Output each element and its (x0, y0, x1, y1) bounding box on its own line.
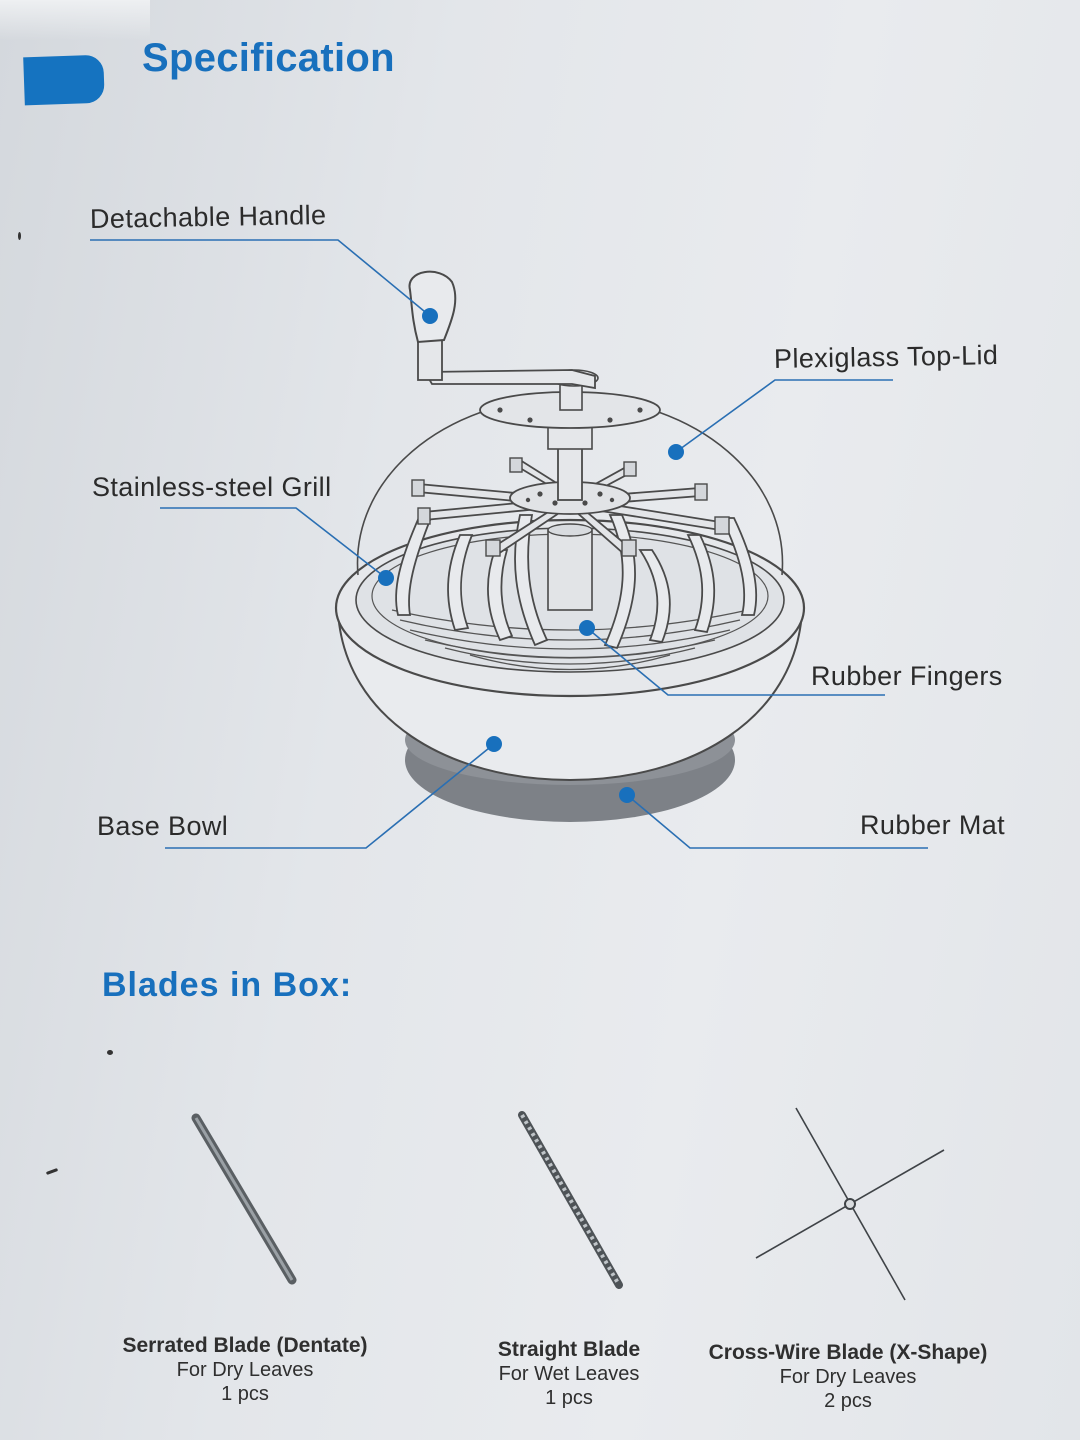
bowl-marker-dot (486, 736, 502, 752)
blade-use: For Wet Leaves (498, 1363, 640, 1385)
label-plexiglass-top-lid: Plexiglass Top-Lid (773, 340, 999, 374)
blade-caption-serrated: Serrated Blade (Dentate) For Dry Leaves … (75, 1334, 415, 1406)
label-stainless-steel-grill: Stainless-steel Grill (92, 472, 332, 502)
label-rubber-fingers: Rubber Fingers (811, 661, 1003, 691)
blade-caption-cross-wire: Cross-Wire Blade (X-Shape) For Dry Leave… (678, 1341, 1018, 1413)
grill-marker-dot (378, 570, 394, 586)
label-rubber-mat: Rubber Mat (860, 810, 1006, 840)
blade-caption-straight: Straight Blade For Wet Leaves 1 pcs (399, 1338, 739, 1410)
page-title: Specification (142, 36, 395, 80)
blade-use: For Dry Leaves (779, 1366, 917, 1388)
crank-arm-shape (423, 369, 596, 390)
label-base-bowl: Base Bowl (97, 811, 229, 841)
blade-qty: 2 pcs (824, 1390, 872, 1412)
blade-qty: 1 pcs (221, 1383, 269, 1405)
handle-marker-dot (422, 308, 438, 324)
blade-name: Serrated Blade (Dentate) (122, 1334, 368, 1357)
fingers-marker-dot (579, 620, 595, 636)
page-fold-shadow (0, 0, 150, 40)
blade-use: For Dry Leaves (176, 1359, 314, 1381)
lid-marker-dot (668, 444, 684, 460)
blades-section-title: Blades in Box: (102, 966, 353, 1004)
straight-blade-shape (518, 1111, 623, 1289)
cross-wire-blade-shape (755, 1107, 945, 1301)
paper-speck (18, 232, 21, 240)
detachable-handle-shape (408, 270, 457, 344)
blade-qty: 1 pcs (545, 1387, 593, 1409)
blade-name: Straight Blade (497, 1338, 641, 1361)
mat-marker-dot (619, 787, 635, 803)
label-detachable-handle: Detachable Handle (89, 199, 327, 235)
paper-speck (107, 1050, 113, 1055)
serrated-blade-shape (191, 1113, 297, 1285)
blade-name: Cross-Wire Blade (X-Shape) (708, 1341, 988, 1364)
